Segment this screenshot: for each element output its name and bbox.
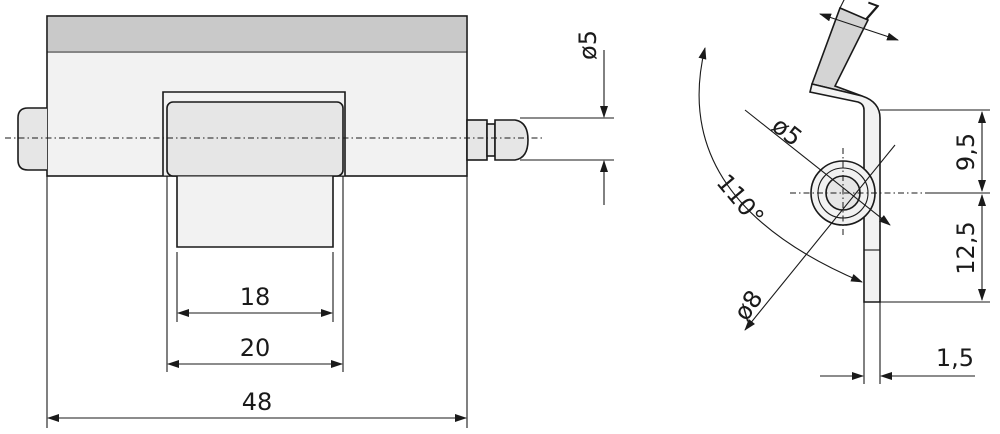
right-pin-end <box>466 119 529 161</box>
dim-outer-diameter-label: ø8 <box>728 285 768 326</box>
dim-line-7 <box>819 13 899 41</box>
dim-knuckle-inner-label: 18 <box>240 283 271 311</box>
dim-pin-diameter-label: ø5 <box>574 30 602 60</box>
leaf-shading <box>48 17 466 51</box>
knuckle <box>162 91 346 248</box>
angle-arc <box>698 47 863 283</box>
pin-diameter-leader <box>744 109 891 226</box>
dim-pin-diameter-side-label: ø5 <box>767 111 808 152</box>
dim-height-lower-label: 12,5 <box>952 221 980 274</box>
dim-height-upper-label: 9,5 <box>952 133 980 171</box>
dim-leaf-width-label: 7 <box>859 0 883 28</box>
side-view: 110° ø5 ø8 7 9,5 12,5 1,5 <box>698 0 990 384</box>
left-pin-end <box>17 107 47 171</box>
outer-diameter-leader <box>744 144 896 331</box>
ext-line <box>839 0 845 9</box>
dim-overall-length-label: 48 <box>242 388 273 416</box>
dim-thickness-label: 1,5 <box>936 344 974 372</box>
front-view: 18 20 48 ø5 <box>5 15 614 428</box>
dim-knuckle-width-label: 20 <box>240 334 271 362</box>
